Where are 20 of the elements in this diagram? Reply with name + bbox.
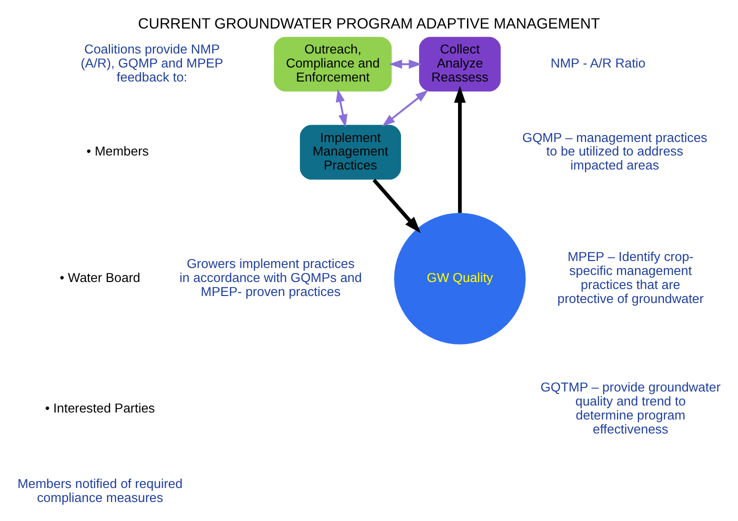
label: NMP - A/R Ratio [550,55,646,70]
arrow [382,89,428,126]
label: • Members [86,143,149,158]
label: Members notified of required compliance measures [18,476,183,505]
node-box: Implement Management Practices [300,124,401,180]
diagram-title: CURRENT GROUNDWATER PROGRAM ADAPTIVE MANAGEMENT [138,16,600,32]
node-circle: GW Quality [394,212,526,344]
arrow [372,178,421,233]
arrow [454,85,466,212]
node-box: Outreach, Compliance and Enforcement [274,36,392,92]
label: MPEP – Identify crop-specific management practices that are protective of groundwater [557,248,704,306]
label: GQMP – management practices to be utilized to address impacted areas [522,129,708,172]
label: Coalitions provide NMP (A/R), GQMP and MPEP feedback to: [80,41,224,84]
label: • Water Board [60,270,140,285]
arrow [336,88,348,127]
label: • Interested Parties [45,400,155,416]
label: GQTMP – provide groundwater quality and trend to determine program effectiveness [540,379,721,436]
label: Growers implement practices in accordance with GQMPs and MPEP- proven practices [180,256,362,298]
node-box: Collect Analyze Reassess [419,36,501,92]
arrow [389,59,422,68]
